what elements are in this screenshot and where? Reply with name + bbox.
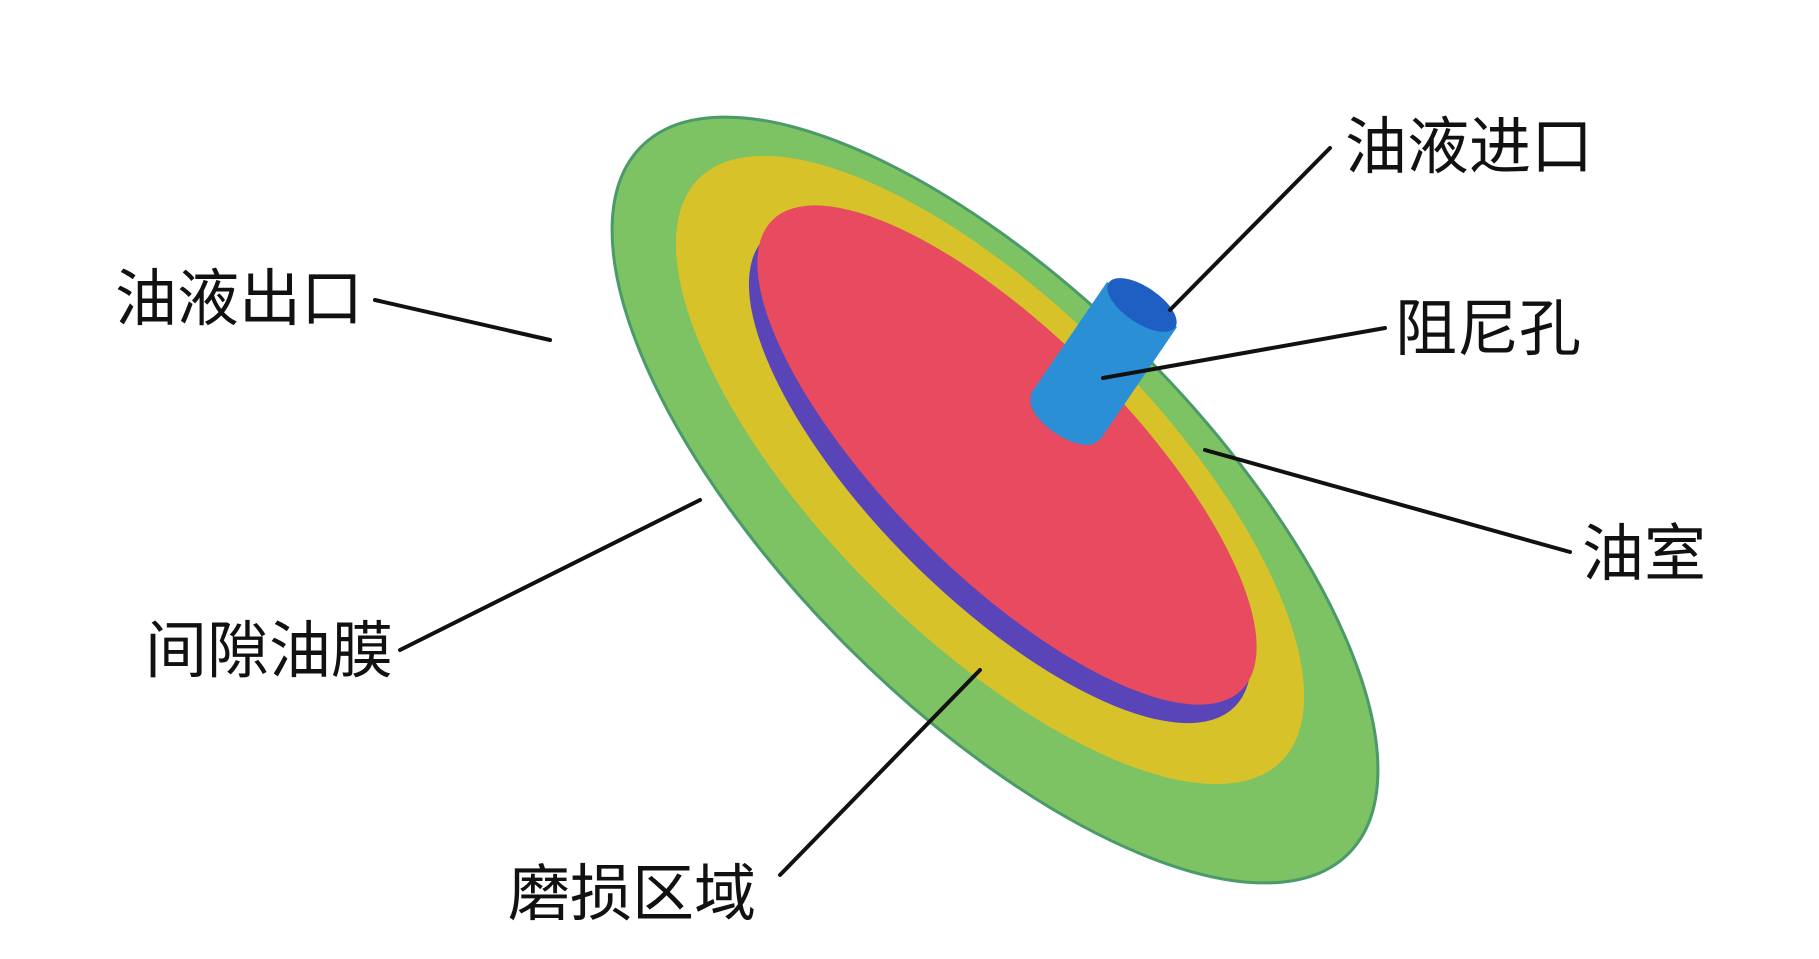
damping-hole: [1030, 278, 1177, 445]
label-oil-inlet: 油液进口: [1345, 110, 1593, 183]
leader-oil-outlet: [373, 298, 552, 342]
damping-hole-bottom: [1030, 391, 1100, 445]
leader-gap-oil-film: [398, 498, 702, 652]
label-damping-hole: 阻尼孔: [1395, 292, 1581, 365]
leader-wear-region: [778, 668, 982, 877]
leader-oil-inlet: [1168, 146, 1332, 312]
label-wear-region: 磨损区域: [508, 857, 756, 930]
leader-oil-chamber: [1203, 448, 1572, 554]
label-oil-outlet: 油液出口: [115, 262, 363, 335]
damping-hole-top: [1107, 278, 1177, 332]
label-oil-chamber: 油室: [1582, 517, 1706, 590]
leader-damping-hole: [1101, 326, 1387, 380]
oil-chamber-top: [757, 205, 1257, 705]
label-gap-oil-film: 间隙油膜: [145, 614, 393, 687]
